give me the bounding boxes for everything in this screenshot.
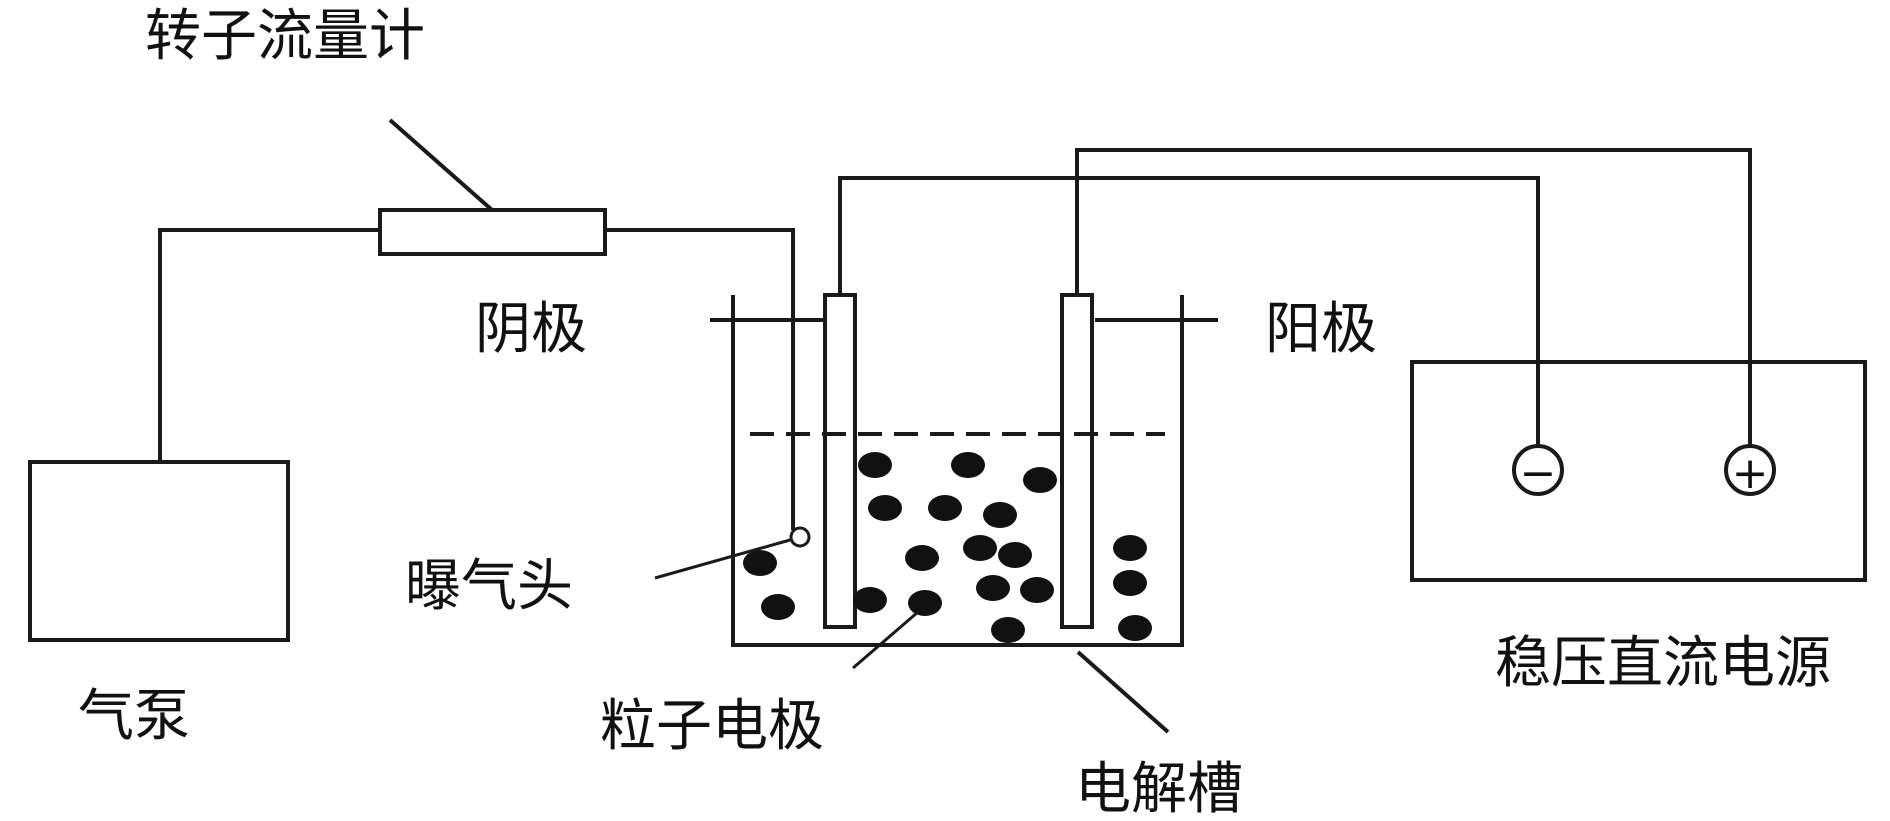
air-pump-box — [28, 460, 290, 642]
rotameter-leader — [388, 118, 494, 212]
air-pipe — [158, 228, 380, 462]
anode-wire — [1075, 148, 1752, 448]
particle — [858, 452, 892, 478]
particle-electrode-label: 粒子电极 — [600, 694, 824, 759]
particle — [1023, 467, 1057, 493]
particle — [983, 502, 1017, 528]
anode-label: 阳极 — [1265, 297, 1377, 362]
particle — [1020, 577, 1054, 603]
cathode-label: 阴极 — [475, 297, 587, 362]
aerator-head — [789, 526, 811, 548]
particle-electrodes — [743, 452, 1152, 643]
cathode-plate — [823, 293, 857, 629]
particle — [743, 550, 777, 576]
particle — [928, 495, 962, 521]
rotameter-label: 转子流量计 — [145, 4, 425, 69]
electrolytic-cell — [731, 295, 1184, 647]
particle — [963, 535, 997, 561]
particle — [905, 545, 939, 571]
particle — [976, 575, 1010, 601]
negative-terminal: − — [1512, 444, 1564, 499]
air-pipe-to-aerator — [605, 228, 795, 530]
dc-power-supply-label: 稳压直流电源 — [1495, 631, 1831, 696]
anode-plate — [1060, 293, 1094, 629]
particle — [1113, 570, 1147, 596]
particle — [951, 452, 985, 478]
svg-text:+: + — [1732, 448, 1769, 499]
aerator-label: 曝气头 — [405, 554, 573, 619]
particle — [1118, 615, 1152, 641]
positive-terminal: + — [1724, 444, 1776, 499]
electrolytic-cell-label: 电解槽 — [1075, 757, 1243, 821]
svg-text:−: − — [1520, 448, 1557, 499]
cell-leader — [1076, 650, 1170, 734]
air-pump-label: 气泵 — [78, 684, 190, 749]
particle — [998, 542, 1032, 568]
particle — [761, 594, 795, 620]
cathode-wire — [838, 176, 1540, 448]
rotameter-tube — [378, 208, 607, 256]
particle — [853, 587, 887, 613]
particle — [868, 495, 902, 521]
particle-electrode-leader — [852, 610, 919, 670]
particle — [1113, 535, 1147, 561]
particle — [991, 617, 1025, 643]
dc-power-supply-box — [1410, 360, 1867, 582]
aerator-leader — [654, 538, 791, 580]
particle — [908, 590, 942, 616]
